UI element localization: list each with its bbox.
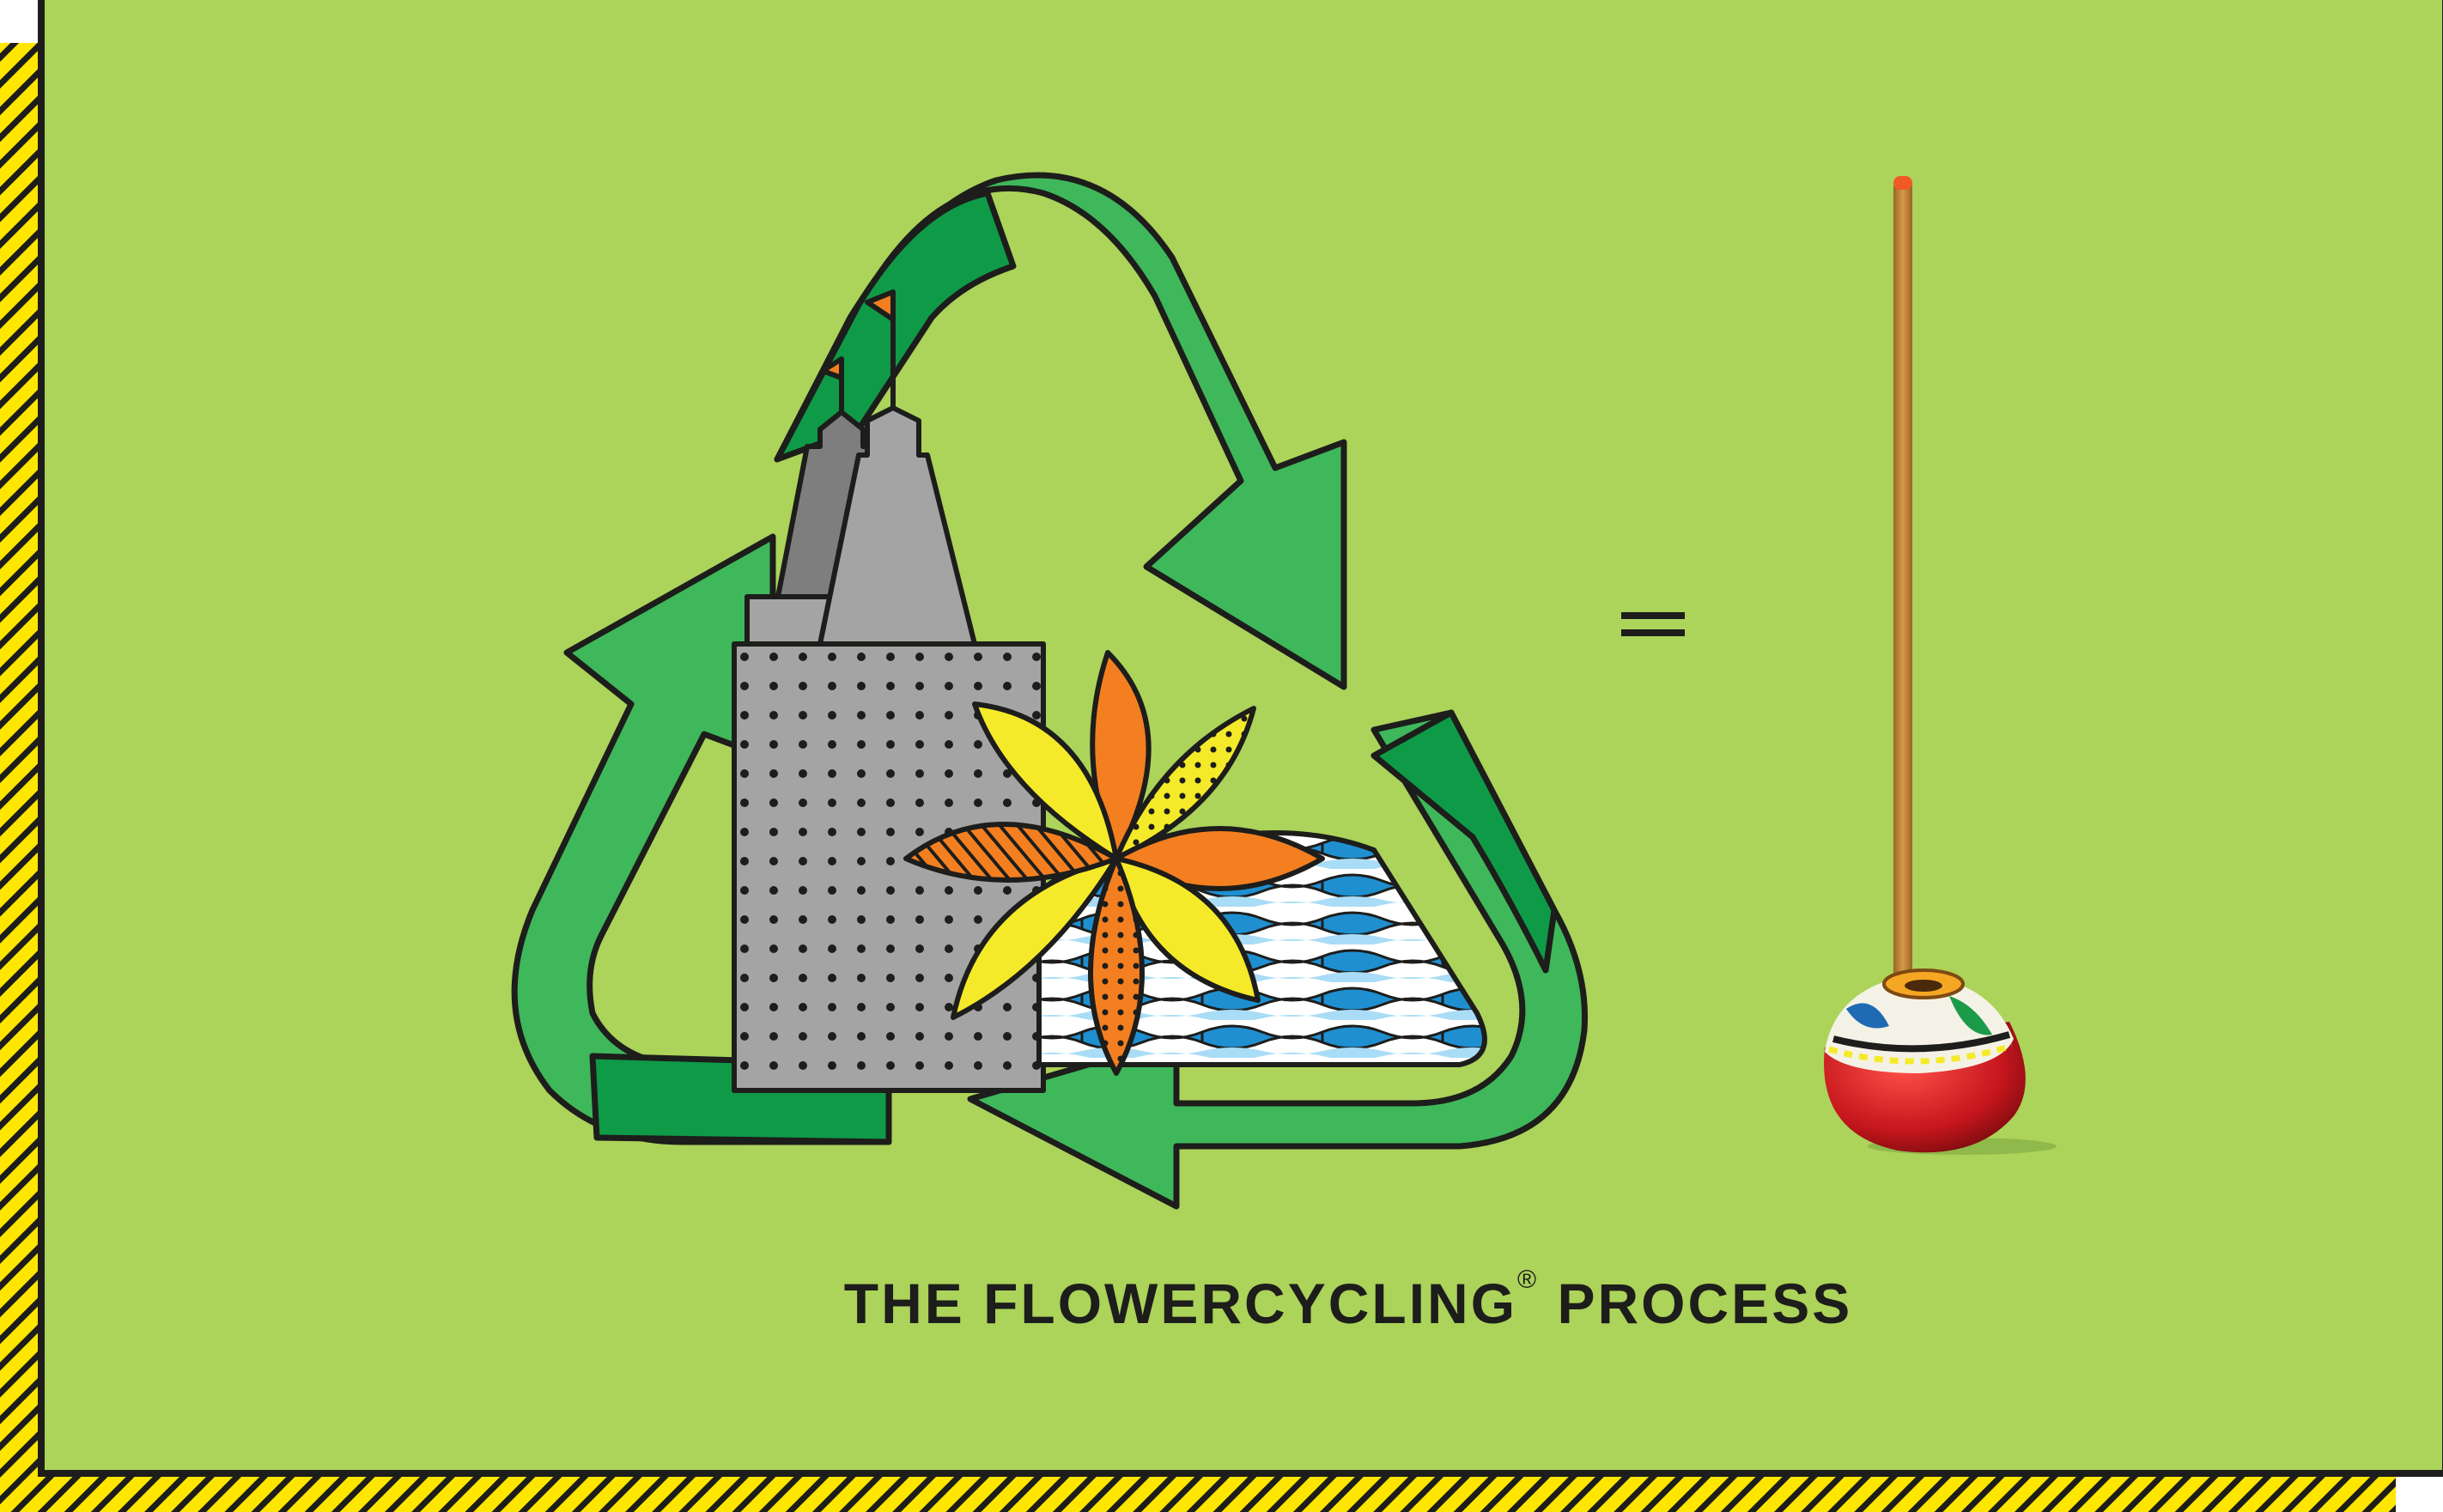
- caption-text-after: PROCESS: [1539, 1272, 1853, 1335]
- process-caption: THE FLOWERCYCLING® PROCESS: [0, 1266, 2443, 1336]
- caption-text-before: THE FLOWERCYCLING: [843, 1272, 1518, 1335]
- recycle-arrows-icon: [511, 172, 1589, 1210]
- incense-stick-icon: [1893, 176, 1912, 987]
- flower-icon: [903, 650, 1325, 1076]
- painted-clay-pot-icon: [1824, 969, 2057, 1155]
- registered-mark: ®: [1517, 1266, 1540, 1294]
- green-panel: [38, 0, 2443, 1477]
- equals-sign-icon: [1621, 612, 1685, 636]
